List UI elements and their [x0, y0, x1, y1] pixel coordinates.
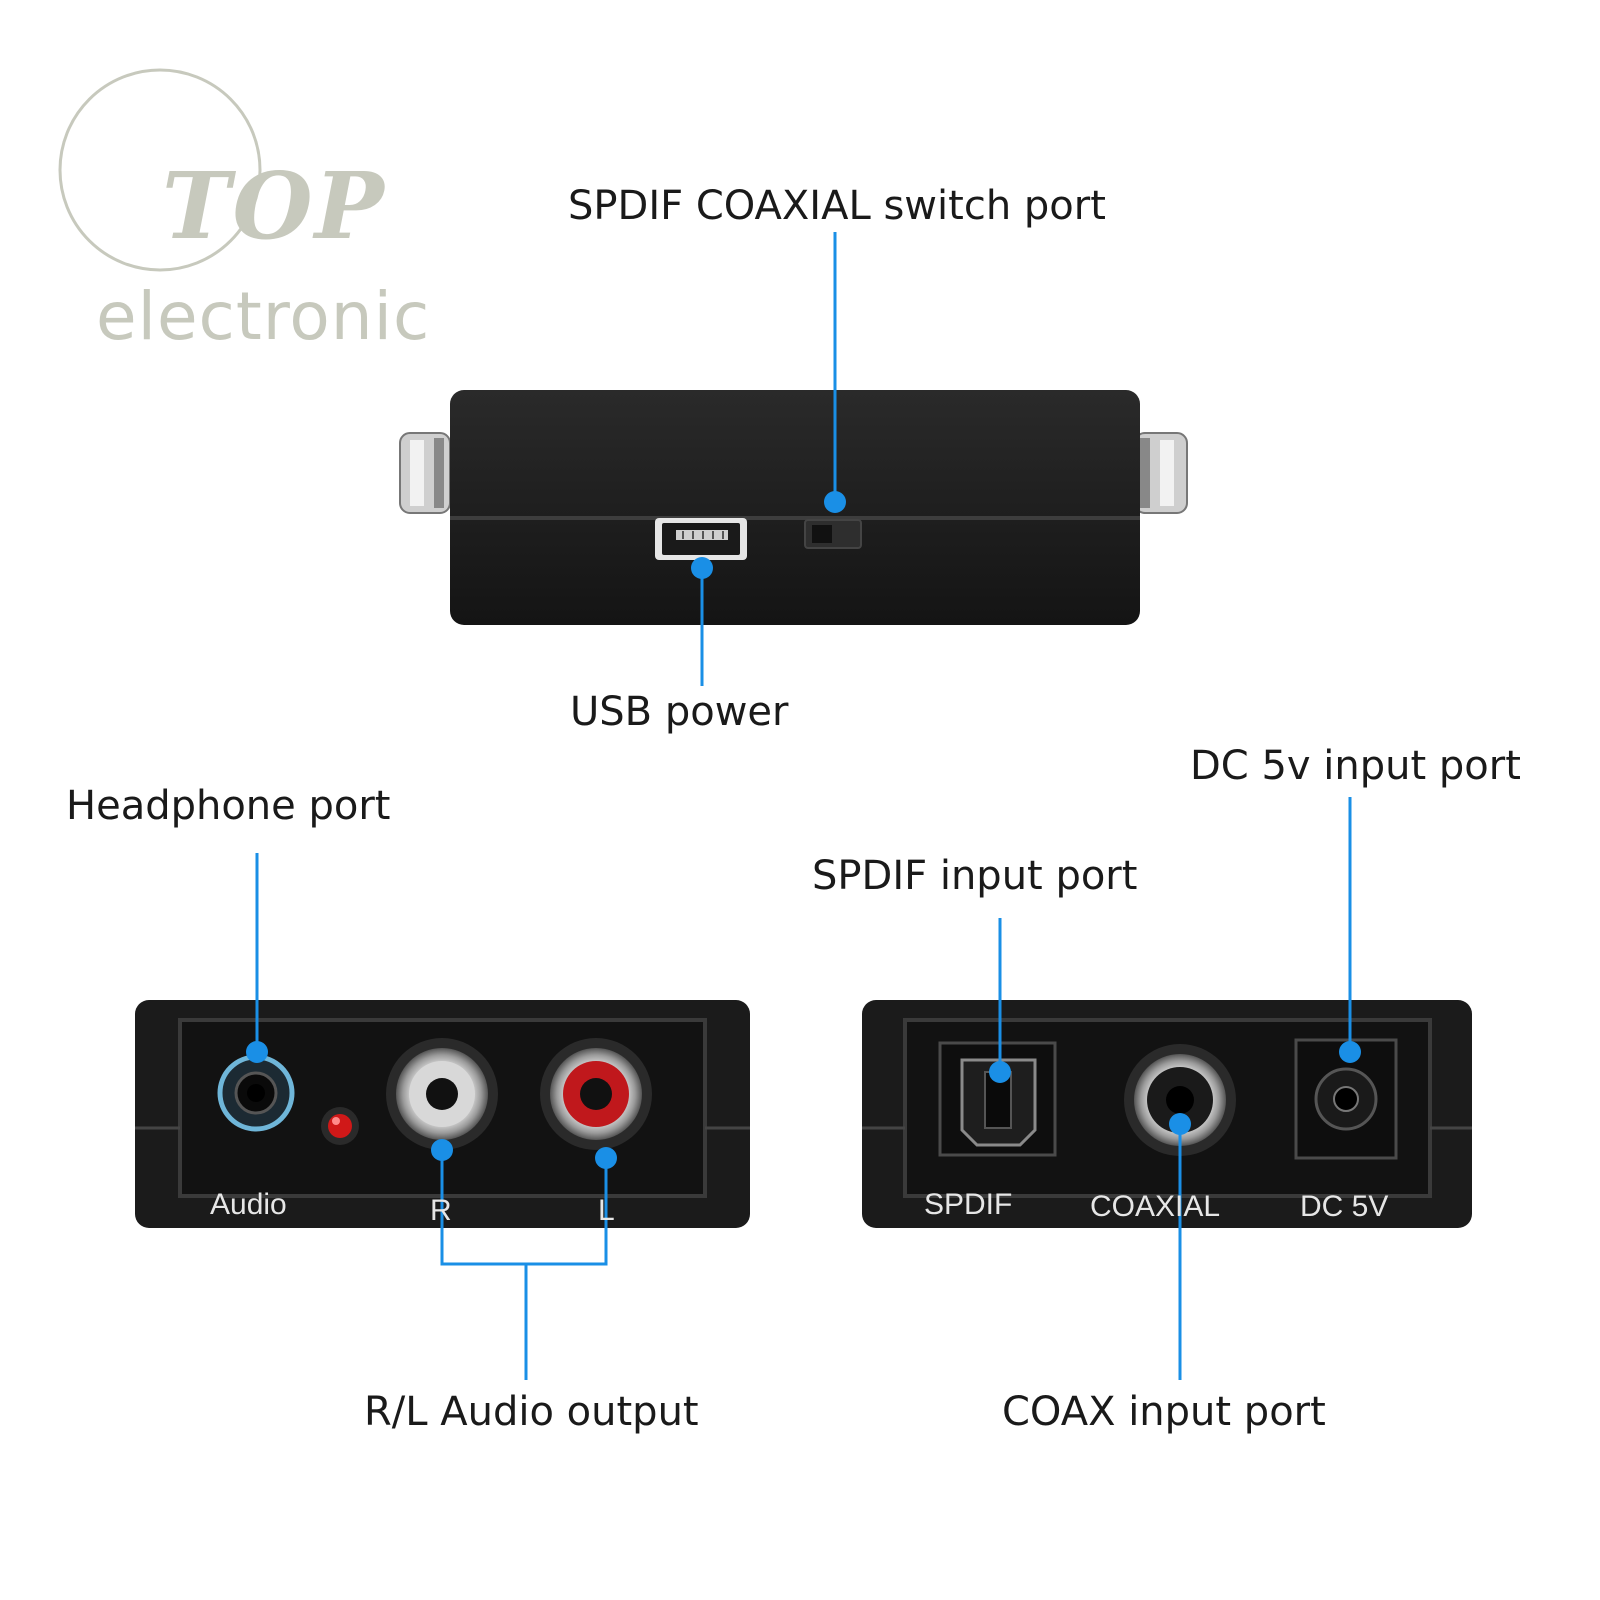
coaxial-port	[1124, 1044, 1236, 1156]
mini-usb-port	[655, 518, 747, 560]
side-rca-right	[1134, 432, 1188, 514]
slide-switch	[804, 519, 862, 549]
label-dc5v: DC 5V	[1300, 1190, 1389, 1223]
label-r: R	[430, 1194, 452, 1227]
callout-dc-input: DC 5v input port	[1190, 743, 1521, 789]
callout-usb-power: USB power	[570, 689, 789, 735]
side-rca-left	[399, 432, 451, 514]
label-spdif: SPDIF	[924, 1188, 1013, 1221]
leader-dots	[246, 491, 1361, 1169]
power-led	[321, 1107, 359, 1145]
top-device-side-view	[399, 390, 1188, 625]
rca-left-red	[540, 1038, 652, 1150]
label-l: L	[598, 1194, 615, 1227]
rca-right-white	[386, 1038, 498, 1150]
callout-spdif-input: SPDIF input port	[812, 853, 1138, 899]
callout-rl-audio-output: R/L Audio output	[364, 1389, 699, 1435]
label-audio: Audio	[210, 1188, 287, 1221]
leader-lines	[255, 232, 1352, 1380]
toslink-port	[938, 1041, 1057, 1157]
output-panel-device	[135, 1000, 750, 1228]
logo-tagline: electronic	[96, 278, 431, 355]
headphone-jack	[217, 1054, 295, 1132]
logo-brand: TOP	[162, 152, 386, 260]
callout-coax-input: COAX input port	[1002, 1389, 1326, 1435]
callout-switch-port: SPDIF COAXIAL switch port	[568, 183, 1106, 229]
label-coaxial: COAXIAL	[1090, 1190, 1221, 1223]
callout-headphone-port: Headphone port	[66, 783, 391, 829]
